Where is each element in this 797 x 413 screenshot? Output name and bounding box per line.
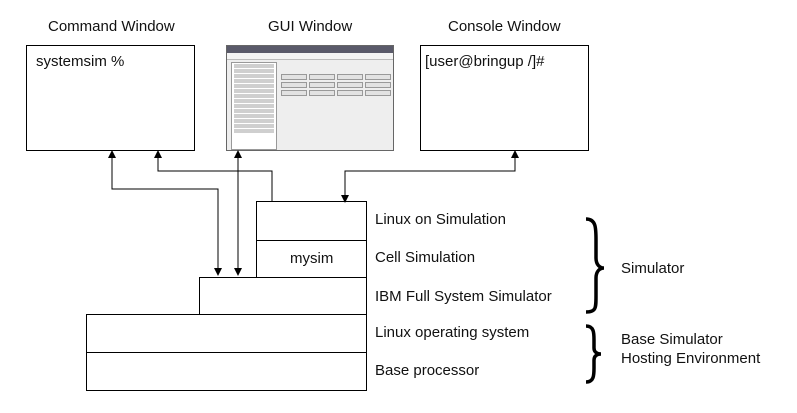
command-prompt: systemsim % xyxy=(36,53,125,70)
console-window-title: Console Window xyxy=(448,18,561,35)
arrow-to-command-window xyxy=(108,150,219,272)
gui-control-button xyxy=(309,82,335,88)
command-window[interactable]: systemsim % xyxy=(26,45,195,151)
cell-simulation-label: Cell Simulation xyxy=(375,249,476,266)
gui-control-button xyxy=(337,74,363,80)
linux-on-simulation-label: Linux on Simulation xyxy=(375,211,506,228)
simulator-label: Simulator xyxy=(621,260,685,277)
gui-control-button xyxy=(337,82,363,88)
gui-control-button xyxy=(365,82,391,88)
gui-control-button xyxy=(281,82,307,88)
console-window[interactable]: [user@bringup /]# xyxy=(420,45,589,151)
gui-window[interactable] xyxy=(226,45,394,151)
base-brace xyxy=(585,324,602,384)
gui-control-button xyxy=(281,74,307,80)
base-simulator-label: Base Simulator xyxy=(621,331,723,348)
arrow-linux-sim-to-console xyxy=(344,150,519,199)
console-prompt: [user@bringup /]# xyxy=(425,53,545,70)
gui-control-button xyxy=(309,74,335,80)
gui-control-button xyxy=(365,90,391,96)
arrow-console-to-linux-sim xyxy=(341,170,515,203)
mysim-block: mysim xyxy=(256,240,367,278)
command-window-title: Command Window xyxy=(48,18,175,35)
linux-on-simulation-block xyxy=(256,201,367,241)
gui-window-title: GUI Window xyxy=(268,18,353,35)
ibm-full-system-simulator-label: IBM Full System Simulator xyxy=(375,288,552,305)
gui-control-button xyxy=(281,90,307,96)
arrow-linux-sim-to-command-window xyxy=(154,150,273,201)
arrow-from-command-to-stack xyxy=(112,188,222,276)
gui-title-bar xyxy=(227,46,393,53)
base-processor-block xyxy=(86,352,367,391)
gui-tree-panel xyxy=(231,62,277,150)
gui-control-button xyxy=(365,74,391,80)
simulator-brace xyxy=(585,217,605,314)
gui-menu-bar xyxy=(227,53,393,60)
gui-control-button xyxy=(309,90,335,96)
gui-control-panel xyxy=(281,62,391,148)
hosting-environment-label: Hosting Environment xyxy=(621,350,761,367)
mysim-label: mysim xyxy=(290,250,334,267)
gui-control-button xyxy=(337,90,363,96)
linux-operating-system-label: Linux operating system xyxy=(375,324,530,341)
base-processor-label: Base processor xyxy=(375,362,480,379)
linux-os-block xyxy=(86,314,367,353)
